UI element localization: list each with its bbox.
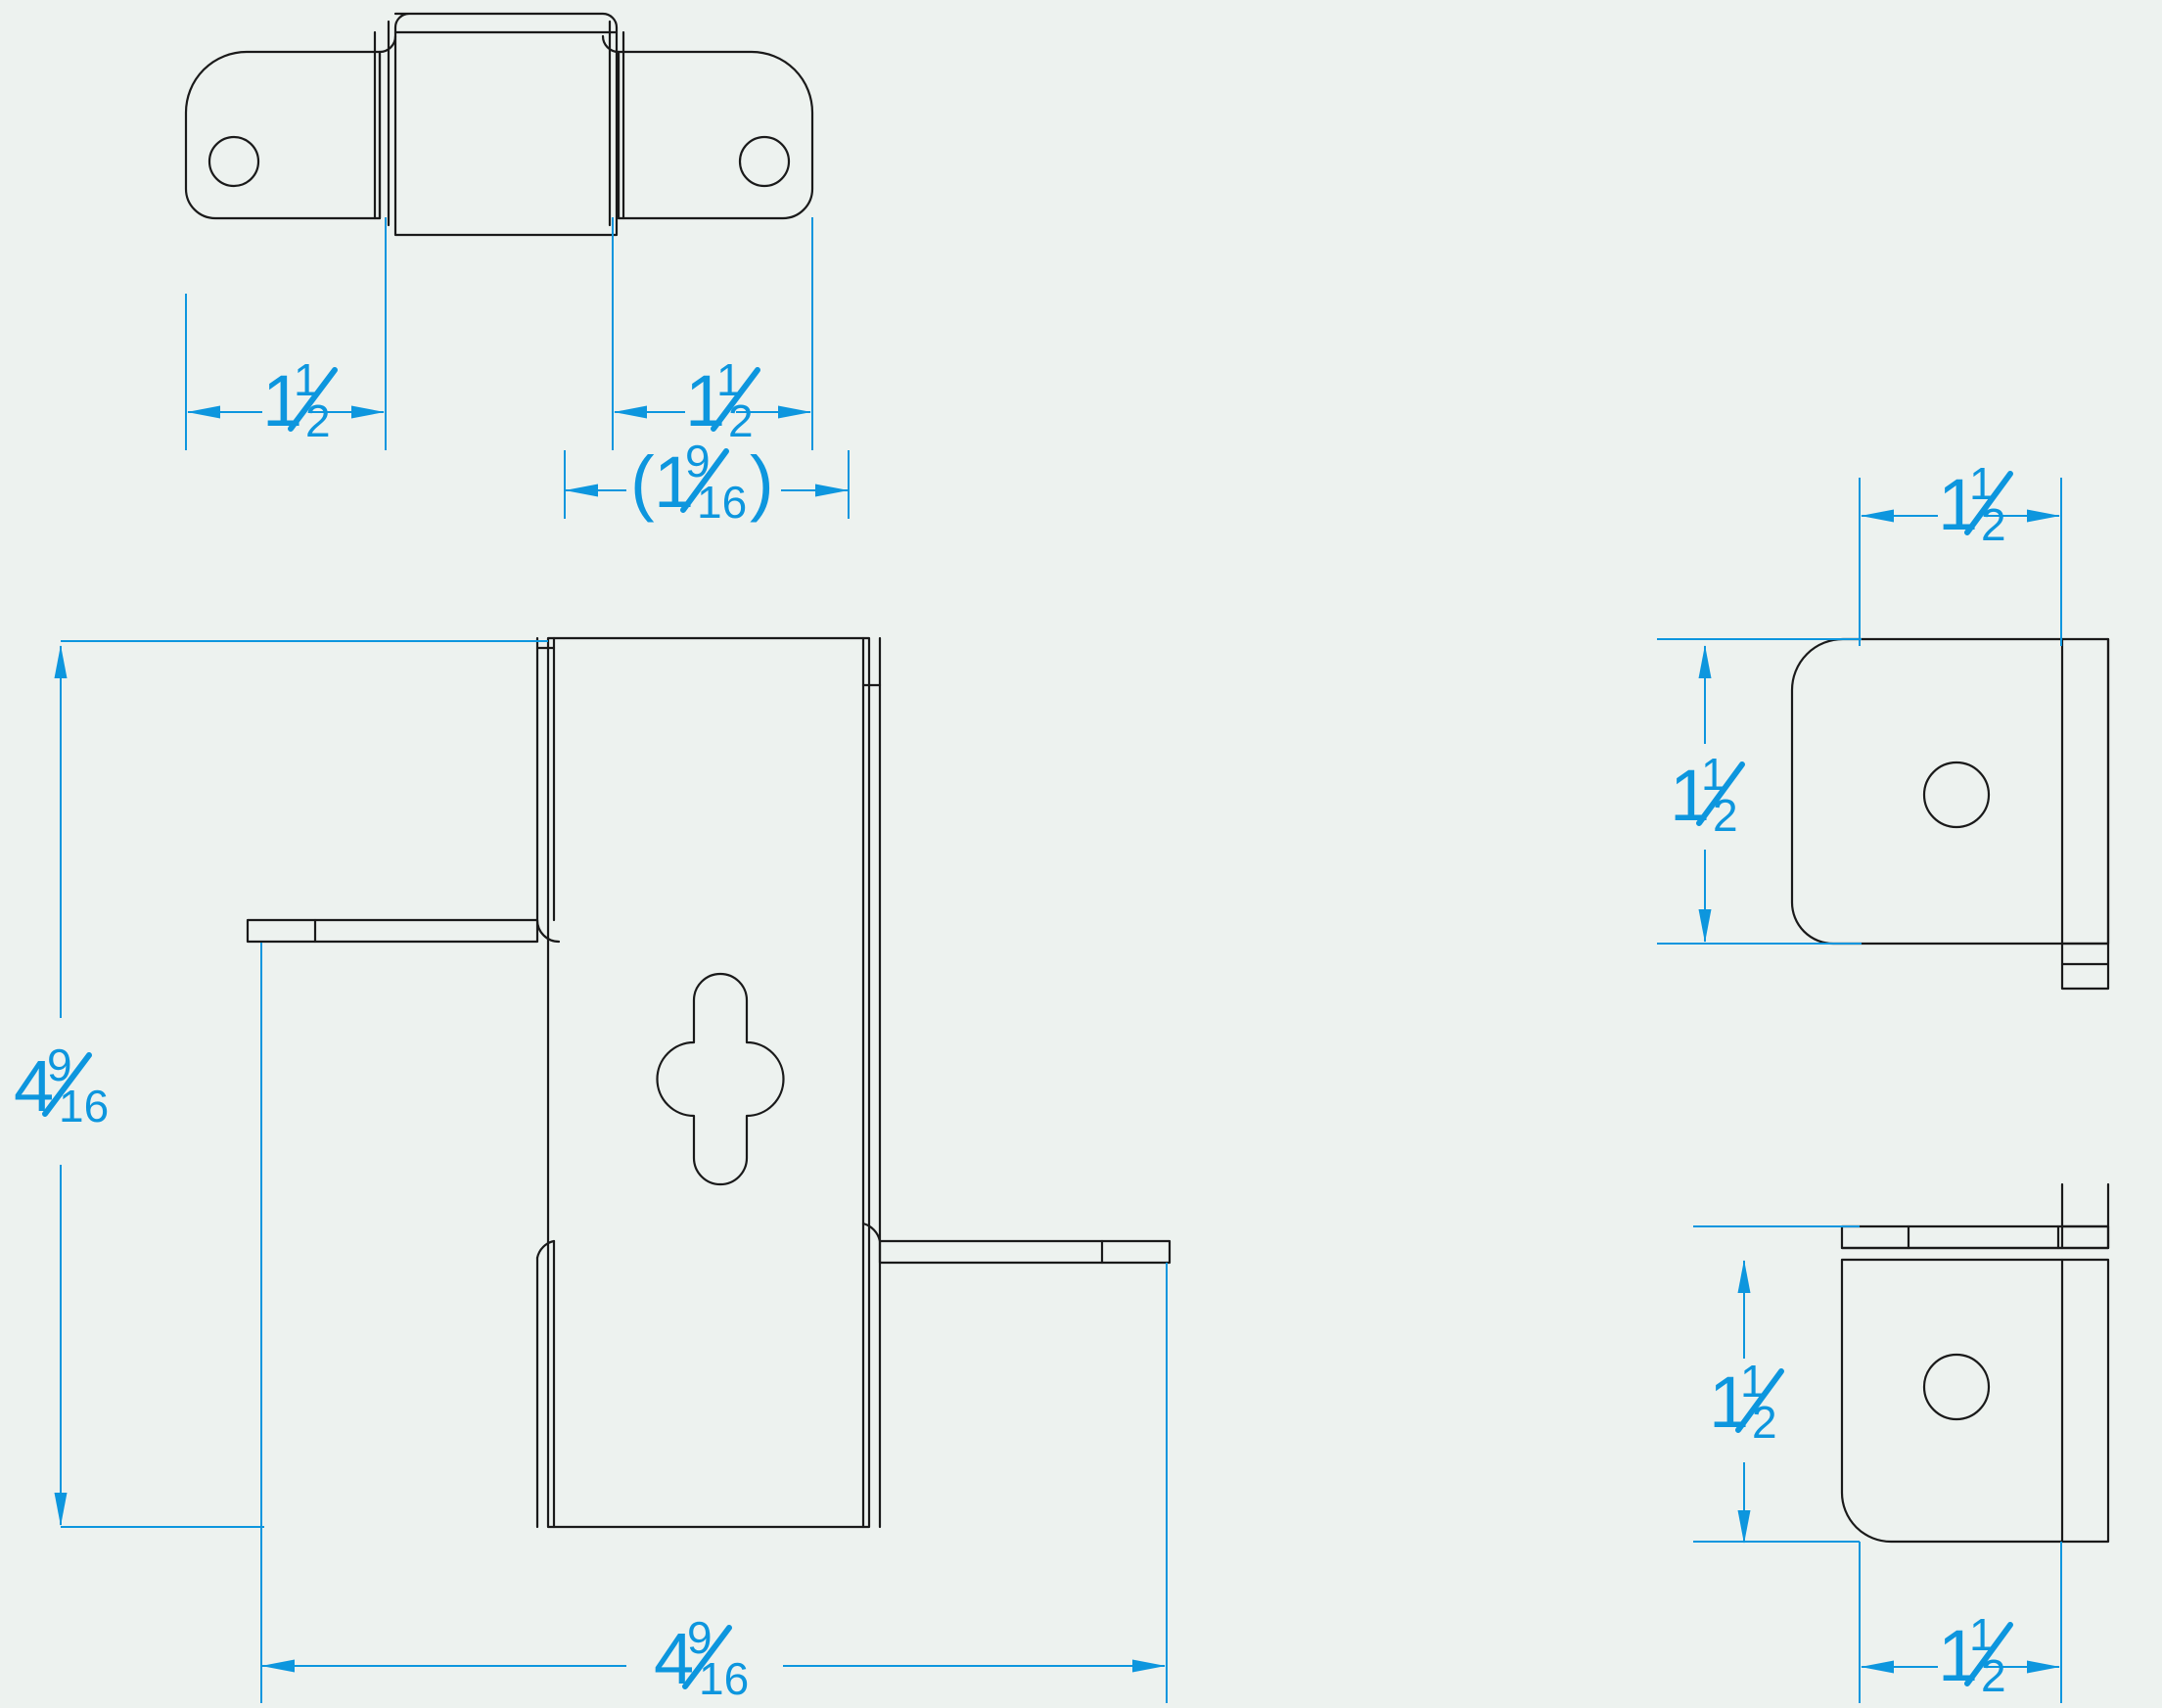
dimension-text-layer: 1 1 2 ( 1 9 16 ) 1 1 2 4 9 16 bbox=[14, 354, 2013, 1704]
right-lower-plate-outline bbox=[1840, 1258, 2110, 1544]
right-upper-hole-icon bbox=[1922, 761, 1991, 829]
dim-front-width-denominator: 16 bbox=[699, 1653, 749, 1704]
dim-top-left-whole: 1 bbox=[262, 360, 302, 441]
dim-right-bottom-fraction-bar bbox=[1964, 1622, 2013, 1686]
dim-right-top-denominator: 2 bbox=[1981, 499, 2006, 550]
dim-front-width-fraction-bar bbox=[682, 1625, 732, 1689]
dim-top-right-fraction-bar bbox=[711, 367, 760, 432]
top-left-wing-outline bbox=[184, 50, 382, 220]
dim-label-top-center: ( 1 9 16 ) bbox=[630, 436, 774, 528]
front-web-outline bbox=[546, 636, 871, 1529]
dim-top-left-fraction-bar bbox=[288, 367, 338, 432]
front-left-lower-fillet bbox=[535, 1239, 556, 1260]
dim-label-top-right: 1 1 2 bbox=[685, 354, 760, 446]
top-right-hole-icon bbox=[738, 135, 791, 188]
dim-top-center-fraction-bar bbox=[680, 448, 729, 513]
dim-label-front-width: 4 9 16 bbox=[654, 1612, 749, 1704]
front-right-tab-fillet bbox=[861, 1222, 882, 1243]
dim-label-front-height: 4 9 16 bbox=[14, 1039, 109, 1131]
right-lower-hole-icon bbox=[1922, 1353, 1991, 1421]
dim-top-left-denominator: 2 bbox=[305, 395, 331, 446]
dim-label-right-bottom: 1 1 2 bbox=[1938, 1609, 2013, 1701]
dim-label-right-upper: 1 1 2 bbox=[1670, 749, 1745, 841]
right-side-views bbox=[1790, 637, 2110, 1544]
front-left-tab-outline bbox=[246, 918, 539, 944]
front-view bbox=[246, 636, 1172, 1529]
right-upper-stub bbox=[2060, 942, 2110, 991]
dim-top-right-denominator: 2 bbox=[728, 395, 754, 446]
dim-front-height-fraction-bar bbox=[42, 1052, 92, 1117]
top-center-web-outline bbox=[393, 12, 619, 237]
dim-label-right-lower: 1 1 2 bbox=[1709, 1356, 1784, 1448]
top-right-wing-outline bbox=[617, 50, 814, 220]
front-right-tab-outline bbox=[878, 1239, 1172, 1265]
dim-right-lower-fraction-bar bbox=[1735, 1368, 1784, 1433]
dim-right-top-fraction-bar bbox=[1964, 471, 2013, 535]
dim-right-lower-denominator: 2 bbox=[1752, 1397, 1777, 1448]
dim-label-top-left: 1 1 2 bbox=[262, 354, 338, 446]
top-right-fillet bbox=[601, 34, 621, 54]
top-view bbox=[184, 12, 814, 237]
dim-top-center-open-paren: ( bbox=[630, 441, 655, 523]
top-left-fillet bbox=[378, 34, 397, 54]
top-left-hole-icon bbox=[207, 135, 260, 188]
dim-label-right-top: 1 1 2 bbox=[1938, 458, 2013, 550]
center-keyhole-slot-icon bbox=[656, 972, 785, 1186]
dim-right-bottom-denominator: 2 bbox=[1981, 1650, 2006, 1701]
dimension-layer bbox=[54, 217, 2062, 1703]
dim-top-center-denominator: 16 bbox=[697, 477, 747, 528]
dim-right-upper-fraction-bar bbox=[1696, 762, 1745, 826]
dim-right-upper-denominator: 2 bbox=[1713, 790, 1738, 841]
dim-front-height-denominator: 16 bbox=[59, 1081, 109, 1131]
dim-top-center-close-paren: ) bbox=[750, 441, 774, 523]
right-upper-plate-outline bbox=[1790, 637, 2110, 946]
dim-top-right-whole: 1 bbox=[685, 360, 725, 441]
